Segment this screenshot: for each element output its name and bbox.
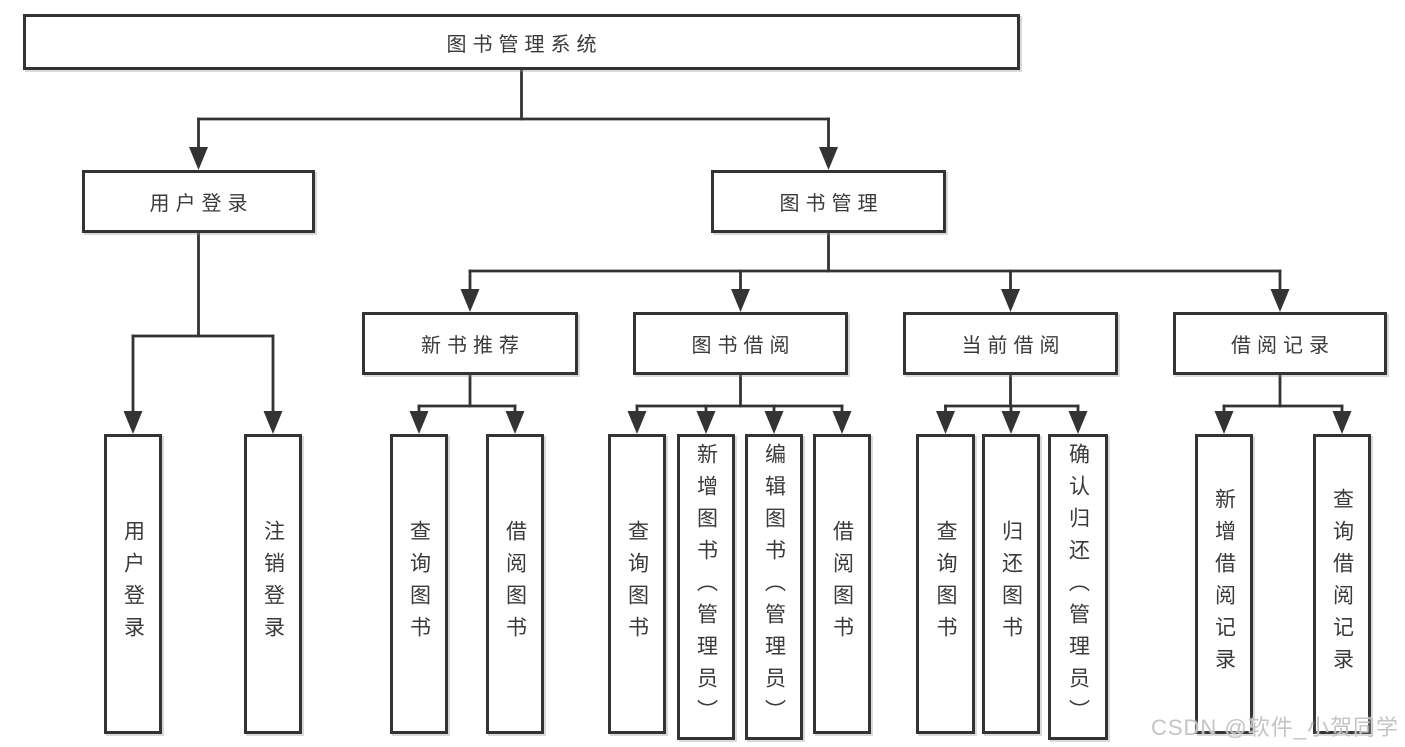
node-label: 当前借阅 xyxy=(961,335,1066,357)
node-leaf-logout: 注销登录 xyxy=(244,434,302,734)
node-label: 借阅图书 xyxy=(830,520,854,648)
node-user-login: 用户登录 xyxy=(82,170,315,233)
node-label: 查询图书 xyxy=(625,520,649,648)
node-label: 注销登录 xyxy=(261,520,285,648)
node-label: 查询借阅记录 xyxy=(1330,488,1354,680)
node-leaf-borrow-books-rec: 借阅图书 xyxy=(486,434,544,734)
node-label: 新增图书（管理员） xyxy=(694,443,718,731)
node-label: 确认归还（管理员） xyxy=(1066,443,1090,731)
node-leaf-query-borrow-rec: 查询借阅记录 xyxy=(1313,434,1371,734)
node-label: 图书管理 xyxy=(779,193,884,215)
node-label: 新增借阅记录 xyxy=(1212,488,1236,680)
node-leaf-query-books-cur: 查询图书 xyxy=(916,434,975,734)
node-label: 借阅图书 xyxy=(503,520,527,648)
node-leaf-borrow-books: 借阅图书 xyxy=(813,434,871,734)
node-label: 归还图书 xyxy=(999,520,1023,648)
node-leaf-confirm-return: 确认归还（管理员） xyxy=(1048,434,1108,740)
node-label: 编辑图书（管理员） xyxy=(762,443,786,731)
node-label: 用户登录 xyxy=(121,520,145,648)
node-book-mgmt: 图书管理 xyxy=(711,170,946,233)
node-label: 用户登录 xyxy=(149,193,254,215)
node-label: 查询图书 xyxy=(934,520,957,648)
node-root: 图书管理系统 xyxy=(23,14,1020,70)
node-leaf-add-books: 新增图书（管理员） xyxy=(677,434,735,740)
node-book-borrow: 图书借阅 xyxy=(633,312,848,375)
node-leaf-return-books: 归还图书 xyxy=(982,434,1040,734)
node-current-borrow: 当前借阅 xyxy=(903,312,1118,375)
node-leaf-add-borrow-rec: 新增借阅记录 xyxy=(1195,434,1253,734)
node-new-book-rec: 新书推荐 xyxy=(362,312,578,375)
node-leaf-edit-books: 编辑图书（管理员） xyxy=(745,434,803,740)
node-label: 新书推荐 xyxy=(421,335,525,357)
node-label: 借阅记录 xyxy=(1231,335,1335,357)
node-label: 图书借阅 xyxy=(691,335,796,357)
node-leaf-query-books-rec: 查询图书 xyxy=(390,434,448,734)
node-borrow-record: 借阅记录 xyxy=(1173,312,1387,375)
node-label: 图书管理系统 xyxy=(446,33,603,56)
node-leaf-query-books-borrow: 查询图书 xyxy=(608,434,666,734)
node-label: 查询图书 xyxy=(407,520,431,648)
node-leaf-user-login: 用户登录 xyxy=(104,434,162,734)
watermark: CSDN @软件_小贺同学 xyxy=(1150,715,1399,740)
